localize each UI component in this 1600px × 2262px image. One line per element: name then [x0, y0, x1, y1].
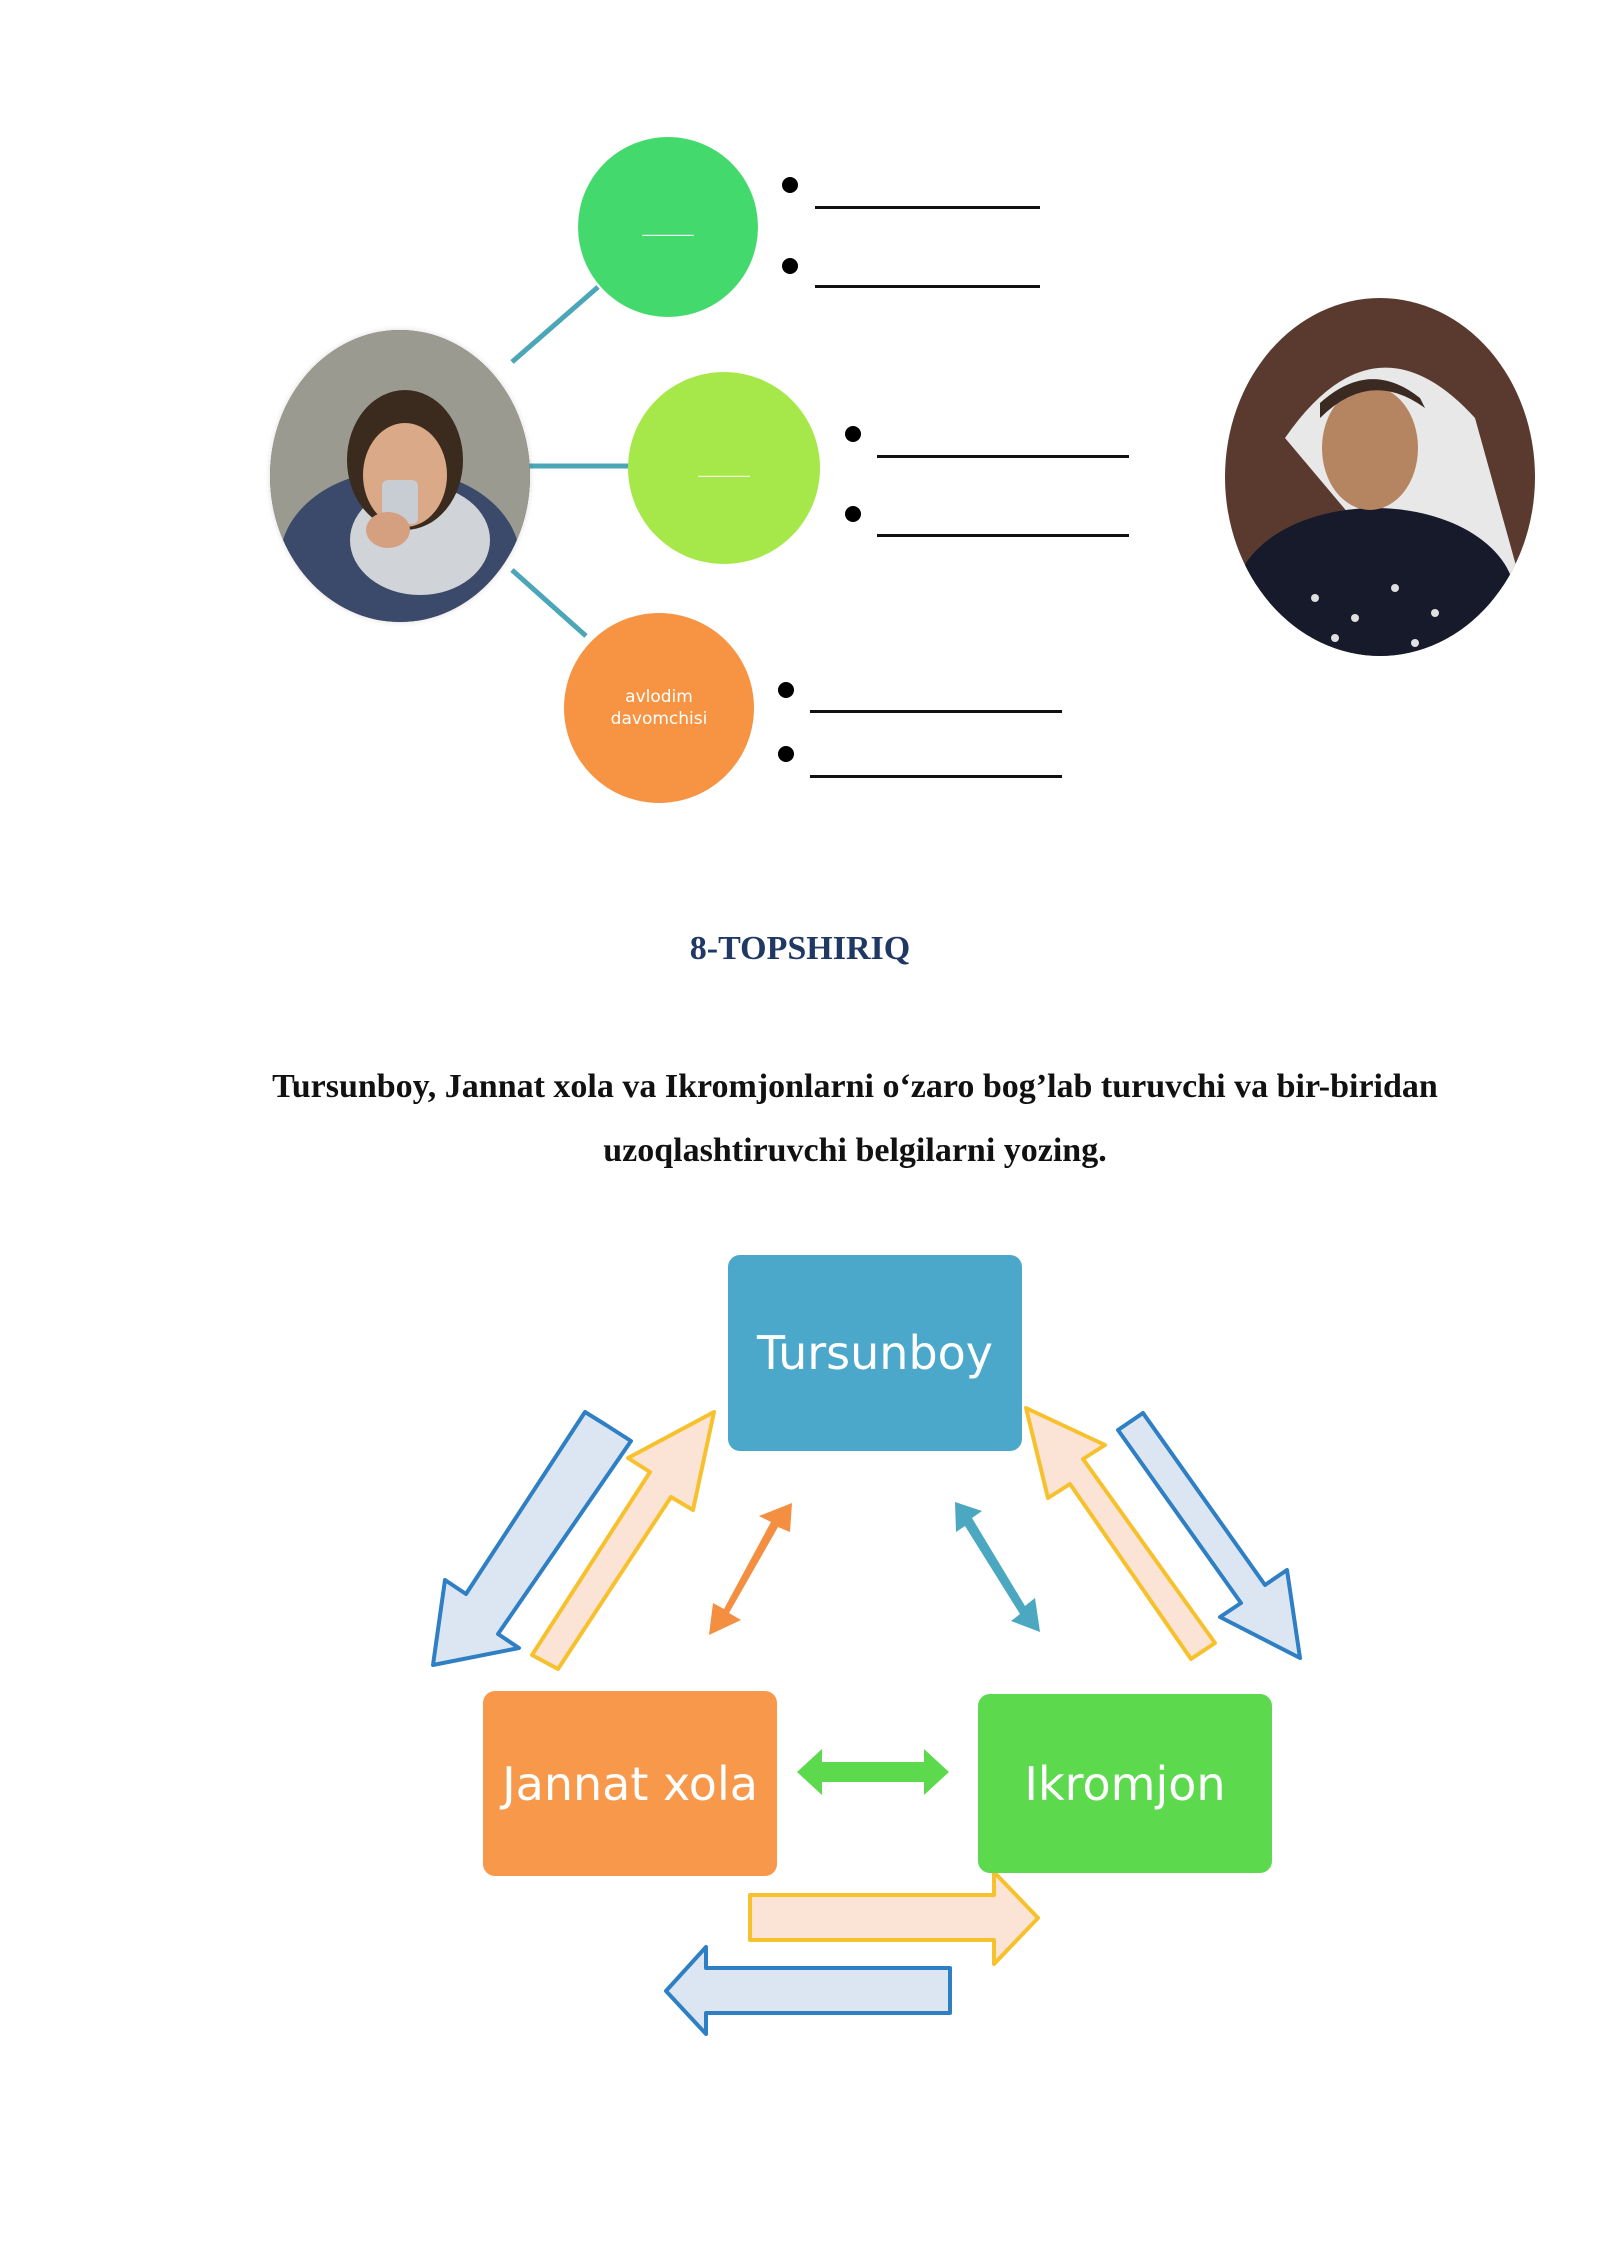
- answer-line[interactable]: [810, 710, 1062, 713]
- answer-line[interactable]: [877, 455, 1129, 458]
- task-heading: 8-TOPSHIRIQ: [689, 930, 911, 967]
- node-ikromjon-label: Ikromjon: [1024, 1756, 1226, 1811]
- connector-top: [510, 285, 600, 364]
- answer-line[interactable]: [877, 534, 1129, 537]
- man-portrait-image: [270, 330, 530, 622]
- inner-arrow-jannat-ikromjon: [797, 1749, 949, 1795]
- node-jannat-xola: Jannat xola: [483, 1691, 777, 1876]
- answer-line[interactable]: [810, 775, 1062, 778]
- task-instruction: Tursunboy, Jannat xola va Ikromjonlarni …: [272, 1068, 1438, 1169]
- jannat-xola-portrait: [1225, 298, 1535, 656]
- relationship-arrows: [431, 1406, 1302, 2036]
- woman-portrait-image: [1225, 298, 1535, 656]
- mindmap-node-3: avlodim davomchisi: [564, 613, 754, 803]
- mindmap-node-1-label: ______: [642, 217, 694, 237]
- answer-line[interactable]: [815, 285, 1040, 288]
- answer-line[interactable]: [815, 206, 1040, 209]
- bullet: [845, 506, 861, 522]
- bullet: [778, 746, 794, 762]
- bullet: [845, 426, 861, 442]
- node-tursunboy: Tursunboy: [728, 1255, 1022, 1451]
- mindmap-node-2: ______: [628, 372, 820, 564]
- mindmap-node-2-label: ______: [698, 458, 750, 478]
- arrow-tursunboy-to-ikromjon: [1116, 1411, 1302, 1660]
- inner-arrow-tursunboy-ikromjon: [955, 1502, 1040, 1632]
- arrow-jannat-to-tursunboy: [530, 1410, 716, 1671]
- bullet: [778, 682, 794, 698]
- node-ikromjon: Ikromjon: [978, 1694, 1272, 1873]
- bullet: [782, 177, 798, 193]
- connector-bottom: [510, 568, 588, 638]
- inner-arrow-tursunboy-jannat: [709, 1503, 792, 1635]
- tursunboy-portrait: [270, 330, 530, 622]
- arrow-ikromjon-to-tursunboy: [1024, 1406, 1217, 1661]
- node-jannat-xola-label: Jannat xola: [502, 1756, 758, 1811]
- arrow-jannat-to-ikromjon: [748, 1870, 1040, 1966]
- mindmap-node-1: ______: [578, 137, 758, 317]
- bullet: [782, 258, 798, 274]
- mindmap-connectors: [510, 285, 630, 638]
- arrow-ikromjon-to-jannat: [664, 1945, 952, 2036]
- node-tursunboy-label: Tursunboy: [756, 1326, 994, 1380]
- mindmap-node-3-label: avlodim davomchisi: [610, 687, 708, 729]
- arrow-tursunboy-to-jannat: [431, 1410, 633, 1667]
